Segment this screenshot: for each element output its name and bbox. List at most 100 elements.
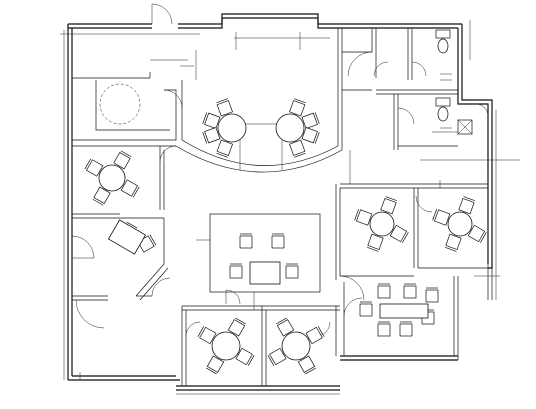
furniture (84, 98, 487, 375)
chair (289, 98, 306, 117)
chair-seat (120, 179, 138, 197)
chair-back (267, 355, 275, 366)
chair-back (202, 132, 208, 144)
chair-back (216, 98, 228, 104)
chair-back (463, 196, 475, 202)
chair-back (235, 317, 246, 325)
chair (403, 283, 417, 299)
chair-back (197, 326, 205, 337)
chair (297, 355, 316, 375)
chair-seat (297, 355, 316, 373)
chair-back (294, 98, 306, 104)
chair (359, 301, 373, 317)
chair-seat (380, 198, 397, 215)
round-table (275, 113, 305, 143)
chair-seat (445, 233, 462, 250)
chair-seat (367, 233, 384, 250)
chair-seat (458, 198, 475, 215)
chair-seat (199, 326, 217, 345)
round-table (217, 113, 247, 143)
chair-seat (289, 100, 306, 117)
chair-seat (403, 285, 417, 299)
chair-back (314, 112, 320, 124)
chair (301, 127, 320, 144)
chair-seat (377, 285, 391, 299)
chair-seat (434, 209, 451, 226)
chair-back (314, 132, 320, 144)
outer-walls (67, 13, 493, 391)
round-table (369, 211, 395, 237)
chair (239, 233, 253, 249)
chair-seat (235, 347, 253, 366)
chair-seat (285, 265, 299, 279)
chair-seat (389, 224, 408, 243)
interior-walls (72, 28, 488, 386)
chair (84, 158, 104, 177)
chair (216, 139, 233, 158)
chair-back (206, 367, 217, 375)
chair (432, 209, 451, 226)
chair-seat (227, 319, 246, 337)
chair (467, 224, 487, 243)
chair (380, 196, 397, 215)
chair-seat (113, 152, 131, 170)
chair (367, 233, 384, 252)
chair-back (385, 196, 397, 202)
chair (445, 233, 462, 252)
chair-seat (86, 159, 104, 177)
chair-seat (269, 347, 287, 366)
chair (301, 112, 320, 129)
chair-back (354, 209, 360, 221)
chair-back (149, 234, 157, 246)
chair-seat (467, 224, 486, 243)
chair-back (480, 232, 487, 243)
chair-seat (301, 112, 318, 129)
chair (289, 139, 306, 158)
chair-back (120, 150, 132, 158)
chair-seat (425, 289, 439, 303)
chair (425, 287, 439, 303)
chair (206, 355, 225, 375)
chair-seat (93, 186, 111, 204)
chair-seat (301, 127, 318, 144)
chair (271, 233, 285, 249)
chair-seat (216, 139, 233, 156)
chair-seat (377, 323, 391, 337)
chair-back (202, 112, 208, 124)
chair (227, 317, 246, 337)
chair-seat (399, 323, 413, 337)
chair-back (92, 198, 104, 206)
chair-seat (359, 303, 373, 317)
chair-back (305, 367, 316, 375)
chair-back (132, 186, 140, 198)
chair-seat (216, 100, 233, 117)
chair-seat (276, 319, 295, 337)
chair-back (402, 232, 409, 243)
chair (354, 209, 373, 226)
chair-seat (271, 235, 285, 249)
door-swings (71, 3, 489, 337)
round-table (98, 164, 126, 192)
construction-lines (60, 20, 520, 395)
chair (202, 127, 221, 144)
chair-seat (356, 209, 373, 226)
training-table (379, 303, 429, 319)
chair (120, 179, 140, 198)
chair (92, 186, 111, 206)
chair (389, 224, 409, 243)
chair-back (445, 246, 457, 252)
chair (267, 347, 287, 366)
chair (113, 150, 132, 170)
chair-back (367, 246, 379, 252)
round-table (447, 211, 473, 237)
chair-back (247, 355, 255, 366)
chair (202, 112, 221, 129)
chair-seat (204, 112, 221, 129)
chair (399, 321, 413, 337)
chair-back (317, 326, 325, 337)
chair (285, 263, 299, 279)
chair-back (126, 221, 138, 229)
round-table (211, 331, 241, 361)
